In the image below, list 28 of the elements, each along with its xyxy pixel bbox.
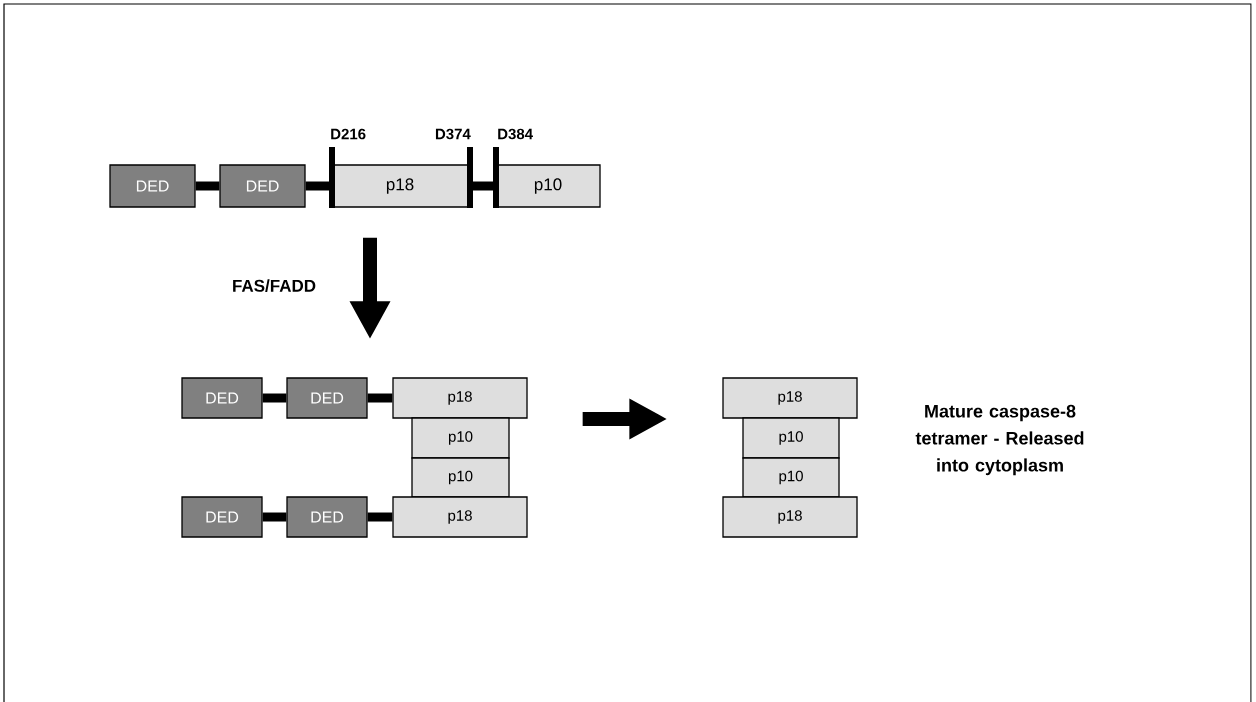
domain-box: DED [286,377,368,419]
domain-box: DED [219,164,306,208]
linker-line [305,181,330,191]
site-label: D216 [331,128,366,140]
linker-line [470,181,496,191]
domain-box: DED [109,164,196,208]
domain-box: p10 [411,457,510,498]
linker-line [262,512,287,522]
domain-box: DED [181,496,263,538]
domain-box: DED [286,496,368,538]
domain-box: DED [181,377,263,419]
site-label: D384 [498,128,533,140]
site-label: D374 [435,128,471,140]
domain-box: p18 [392,496,528,538]
linker-line [195,181,220,191]
linker-line [367,512,393,522]
domain-box: p18 [392,377,528,419]
domain-box: p10 [495,164,601,208]
domain-box: p18 [722,496,858,538]
domain-box: p18 [722,377,858,419]
edge-label: FAS/FADD [233,279,316,292]
domain-box: p10 [742,457,840,498]
domain-box: p10 [742,417,840,459]
linker-line [262,393,287,403]
description-text: Mature caspase-8 tetramer - Released into cytoplasm [915,404,1084,476]
domain-box: p18 [329,164,471,208]
domain-box: p10 [411,417,510,459]
linker-line [367,393,393,403]
